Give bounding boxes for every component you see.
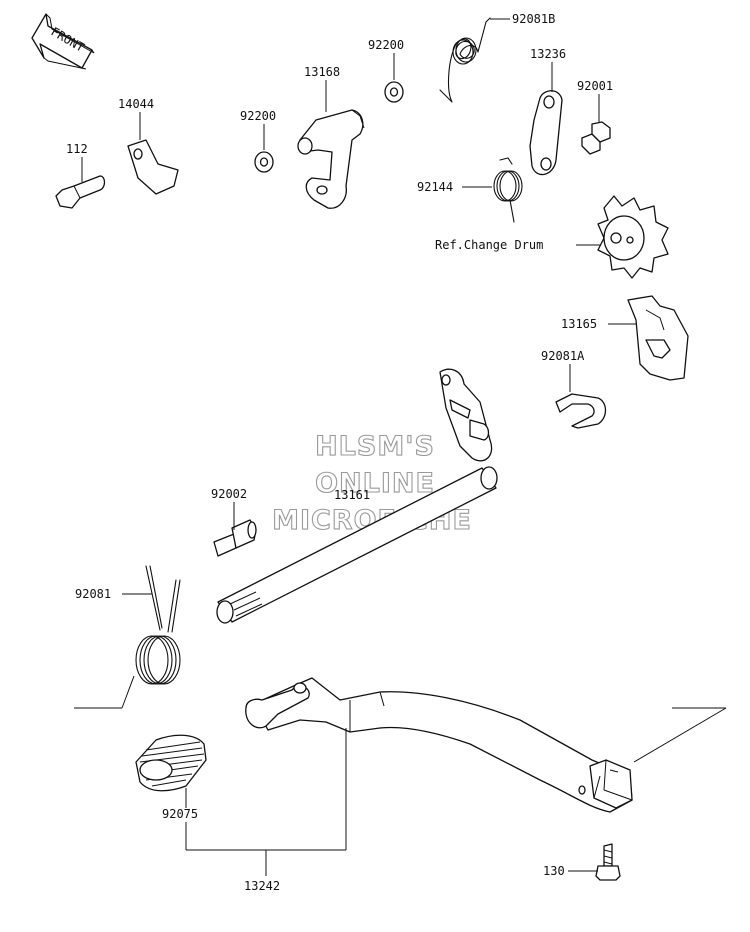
label-13165: 13165 <box>561 317 597 331</box>
part-92200-washer-left[interactable]: 92200 <box>240 109 276 173</box>
label-92144: 92144 <box>417 180 453 194</box>
label-14044: 14044 <box>118 97 154 111</box>
label-112: 112 <box>66 142 88 156</box>
label-92075: 92075 <box>162 807 198 821</box>
part-130-bolt[interactable]: 130 <box>543 843 621 881</box>
front-arrow-icon: FRONT <box>31 13 95 70</box>
part-92001-bolt[interactable]: 92001 <box>577 79 613 155</box>
part-92081-spring[interactable]: 92081 <box>74 565 181 709</box>
watermark: HLSM'S ONLINE MICROFICHE <box>272 430 472 536</box>
watermark-line-2: ONLINE <box>315 468 435 499</box>
part-92200-washer-top[interactable]: 92200 <box>368 38 404 103</box>
part-13236-link-arm[interactable]: 13236 <box>529 47 566 176</box>
label-92200-left: 92200 <box>240 109 276 123</box>
watermark-line-1: HLSM'S <box>315 431 435 462</box>
label-92001: 92001 <box>577 79 613 93</box>
label-92081a: 92081A <box>541 349 585 363</box>
part-112-bolt[interactable]: 112 <box>55 142 106 209</box>
label-13236: 13236 <box>530 47 566 61</box>
label-13242: 13242 <box>244 879 280 893</box>
ref-change-drum-cam: Ref.Change Drum <box>435 195 669 279</box>
label-92002: 92002 <box>211 487 247 501</box>
part-92075-pedal-rubber[interactable]: 92075 <box>135 734 207 821</box>
part-92081b-spring[interactable]: 92081B <box>439 12 555 103</box>
label-130: 130 <box>543 864 565 878</box>
part-13161-shift-shaft[interactable]: 13161 <box>216 368 498 624</box>
label-13168: 13168 <box>304 65 340 79</box>
label-92081: 92081 <box>75 587 111 601</box>
part-13165-plate[interactable]: 13165 <box>561 295 689 381</box>
part-92081a-clip[interactable]: 92081A <box>541 349 607 429</box>
part-14044-bracket[interactable]: 14044 <box>118 97 179 195</box>
label-92081b: 92081B <box>512 12 555 26</box>
part-13242-shift-pedal[interactable]: 13242 <box>185 677 727 893</box>
label-13161: 13161 <box>334 488 370 502</box>
label-92200-top: 92200 <box>368 38 404 52</box>
label-ref-change-drum: Ref.Change Drum <box>435 238 543 252</box>
part-92002-stud[interactable]: 92002 <box>211 487 257 557</box>
part-13168-shift-lever[interactable]: 13168 <box>297 65 365 209</box>
part-92144-spring[interactable]: 92144 <box>417 157 523 223</box>
